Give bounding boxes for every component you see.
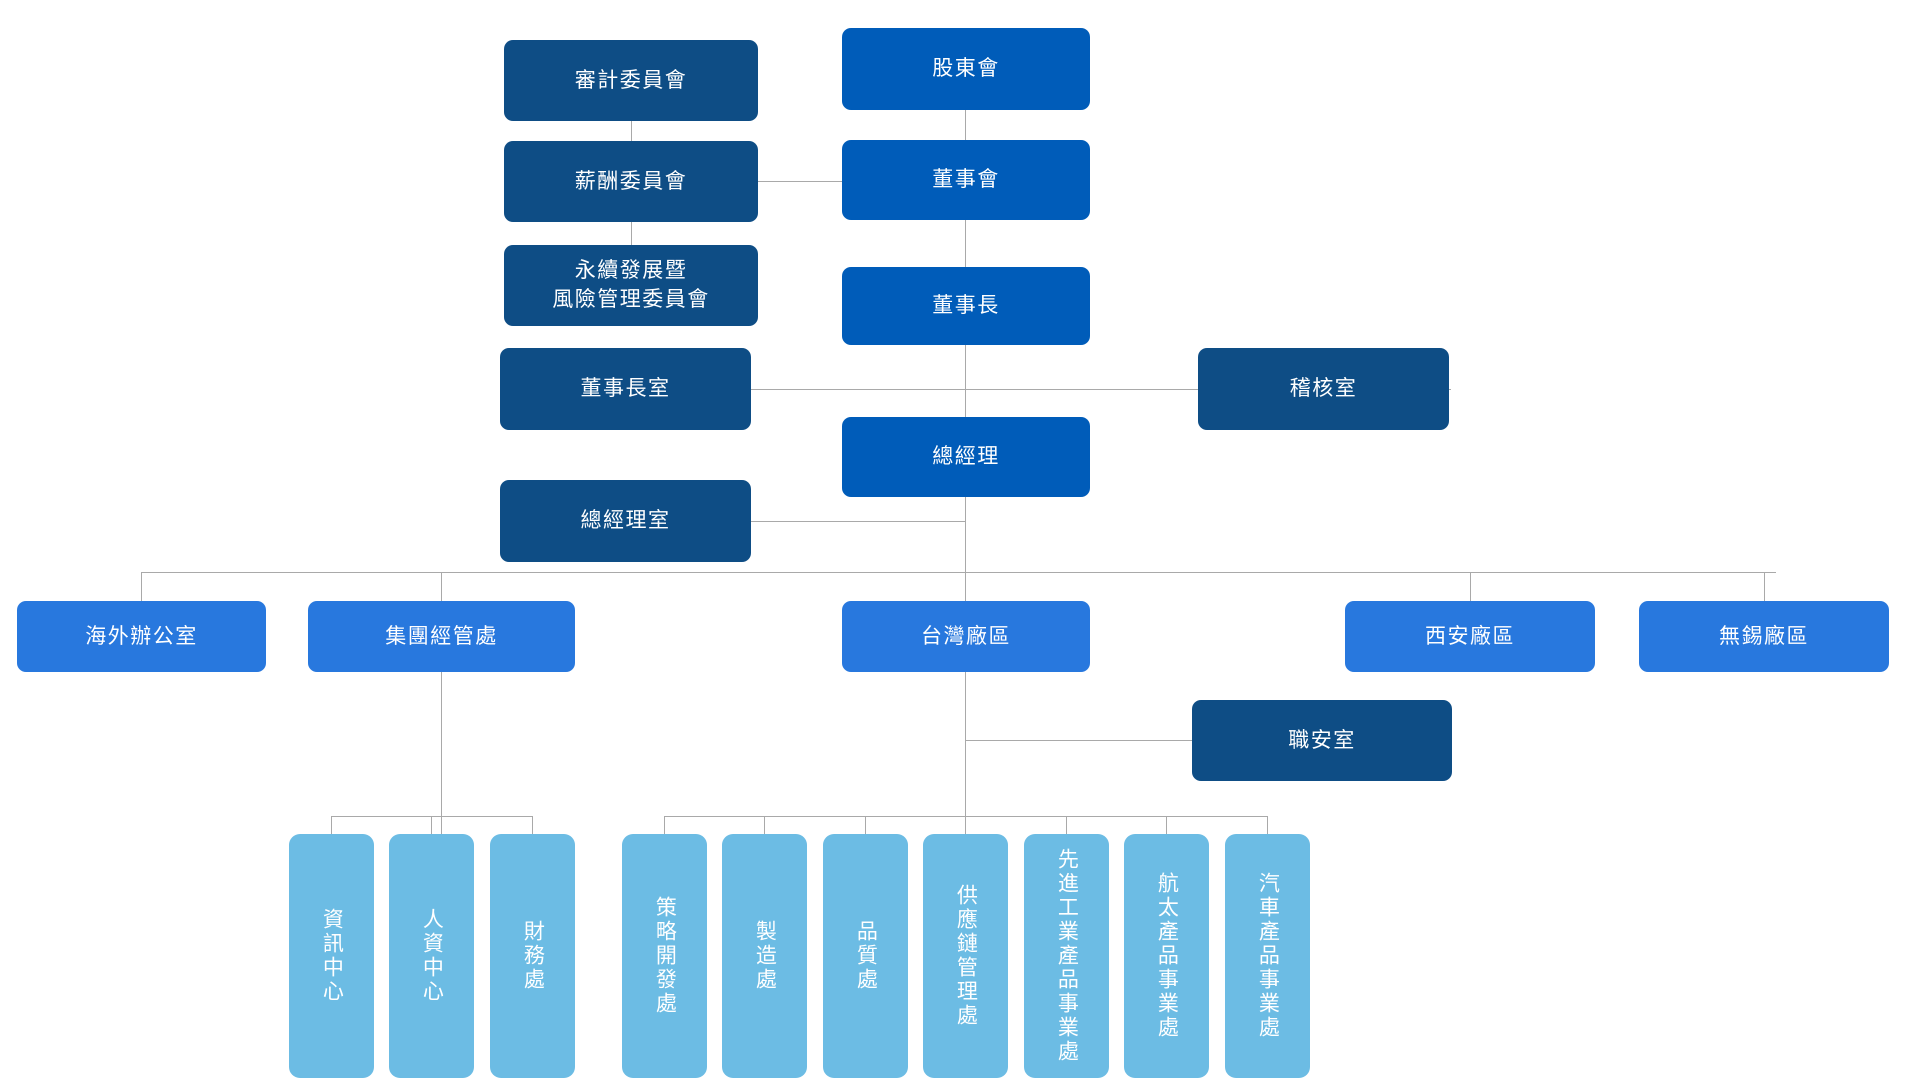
connector-chairman-office-to-audit-office xyxy=(751,389,1451,390)
connector-bus-to-taiwan xyxy=(965,572,966,601)
division-bus xyxy=(141,572,1776,573)
node-label: 集團經管處 xyxy=(385,624,498,648)
node-audit-office[interactable]: 稽核室 xyxy=(1198,348,1449,430)
node-label: 海外辦公室 xyxy=(85,624,198,648)
node-label: 西安廠區 xyxy=(1425,624,1515,648)
node-label-line2: 風險管理委員會 xyxy=(552,287,710,311)
connector-comp-to-esg xyxy=(631,221,632,247)
node-aerospace-products-department[interactable]: 航太產品事業處 xyxy=(1124,834,1209,1078)
node-wuxi-plant[interactable]: 無錫廠區 xyxy=(1639,601,1889,672)
node-shareholders-meeting[interactable]: 股東會 xyxy=(842,28,1090,110)
node-president-office[interactable]: 總經理室 xyxy=(500,480,751,562)
connector-taiwan-down xyxy=(965,672,966,816)
node-quality-department[interactable]: 品質處 xyxy=(823,834,908,1078)
node-compensation-committee[interactable]: 薪酬委員會 xyxy=(504,141,758,222)
connector-president-office-to-spine xyxy=(751,521,965,522)
node-esg-risk-committee[interactable]: 永續發展暨 風險管理委員會 xyxy=(504,245,758,326)
node-label: 品質處 xyxy=(854,920,878,992)
node-board-of-directors[interactable]: 董事會 xyxy=(842,140,1090,220)
node-label: 供應鏈管理處 xyxy=(954,884,978,1028)
node-information-center[interactable]: 資訊中心 xyxy=(289,834,374,1078)
node-label: 總經理室 xyxy=(580,509,671,533)
connector-president-to-bus xyxy=(965,496,966,572)
node-group-management-division[interactable]: 集團經管處 xyxy=(308,601,575,672)
node-chairman[interactable]: 董事長 xyxy=(842,267,1090,345)
connector-chairman-to-president xyxy=(965,344,966,418)
node-label: 先進工業產品事業處 xyxy=(1055,848,1079,1064)
node-manufacturing-department[interactable]: 製造處 xyxy=(722,834,807,1078)
node-strategy-development-department[interactable]: 策略開發處 xyxy=(622,834,707,1078)
connector-shareholders-to-board xyxy=(965,110,966,150)
node-finance-department[interactable]: 財務處 xyxy=(490,834,575,1078)
node-label: 職安室 xyxy=(1288,728,1356,752)
node-label: 台灣廠區 xyxy=(921,624,1011,648)
node-hr-center[interactable]: 人資中心 xyxy=(389,834,474,1078)
node-label: 製造處 xyxy=(753,920,777,992)
connector-bus-to-xian xyxy=(1470,572,1471,601)
node-label: 航太產品事業處 xyxy=(1155,872,1179,1040)
connector-bus-to-wuxi xyxy=(1764,572,1765,601)
node-label: 董事長 xyxy=(932,294,1000,318)
connector-child-aerospace xyxy=(1166,816,1167,834)
node-label: 董事會 xyxy=(932,168,1000,192)
connector-child-strategy xyxy=(664,816,665,834)
connector-child-info-center xyxy=(331,816,332,834)
node-label: 總經理 xyxy=(932,445,1000,469)
node-label: 策略開發處 xyxy=(653,896,677,1016)
node-overseas-office[interactable]: 海外辦公室 xyxy=(17,601,266,672)
node-label: 汽車產品事業處 xyxy=(1256,872,1280,1040)
node-xian-plant[interactable]: 西安廠區 xyxy=(1345,601,1595,672)
connector-bus-to-group-mgmt xyxy=(441,572,442,601)
node-label: 董事長室 xyxy=(580,377,671,401)
node-chairman-office[interactable]: 董事長室 xyxy=(500,348,751,430)
node-label: 審計委員會 xyxy=(574,68,688,92)
node-president[interactable]: 總經理 xyxy=(842,417,1090,497)
connector-child-automotive xyxy=(1267,816,1268,834)
connector-child-hr-center xyxy=(431,816,432,834)
connector-child-advanced-industrial xyxy=(1066,816,1067,834)
node-label: 薪酬委員會 xyxy=(574,169,688,193)
node-safety-office[interactable]: 職安室 xyxy=(1192,700,1452,781)
node-automotive-products-department[interactable]: 汽車產品事業處 xyxy=(1225,834,1310,1078)
node-audit-committee[interactable]: 審計委員會 xyxy=(504,40,758,121)
connector-taiwan-to-safety-office xyxy=(965,740,1194,741)
connector-child-supply-chain xyxy=(965,816,966,834)
node-label: 股東會 xyxy=(932,57,1000,81)
node-taiwan-plant[interactable]: 台灣廠區 xyxy=(842,601,1090,672)
connector-group-mgmt-down xyxy=(441,672,442,834)
node-label: 無錫廠區 xyxy=(1719,624,1809,648)
node-advanced-industrial-products-department[interactable]: 先進工業產品事業處 xyxy=(1024,834,1109,1078)
node-label: 資訊中心 xyxy=(320,908,344,1004)
node-label-line1: 永續發展暨 xyxy=(574,259,688,283)
connector-child-finance xyxy=(532,816,533,834)
node-supply-chain-department[interactable]: 供應鏈管理處 xyxy=(923,834,1008,1078)
connector-child-manufacturing xyxy=(764,816,765,834)
connector-bus-to-overseas xyxy=(141,572,142,601)
node-label: 稽核室 xyxy=(1289,377,1358,401)
node-label: 人資中心 xyxy=(420,908,444,1004)
connector-child-quality xyxy=(865,816,866,834)
connector-audit-to-comp xyxy=(631,121,632,147)
connector-board-to-chairman xyxy=(965,218,966,268)
node-label: 財務處 xyxy=(521,920,545,992)
